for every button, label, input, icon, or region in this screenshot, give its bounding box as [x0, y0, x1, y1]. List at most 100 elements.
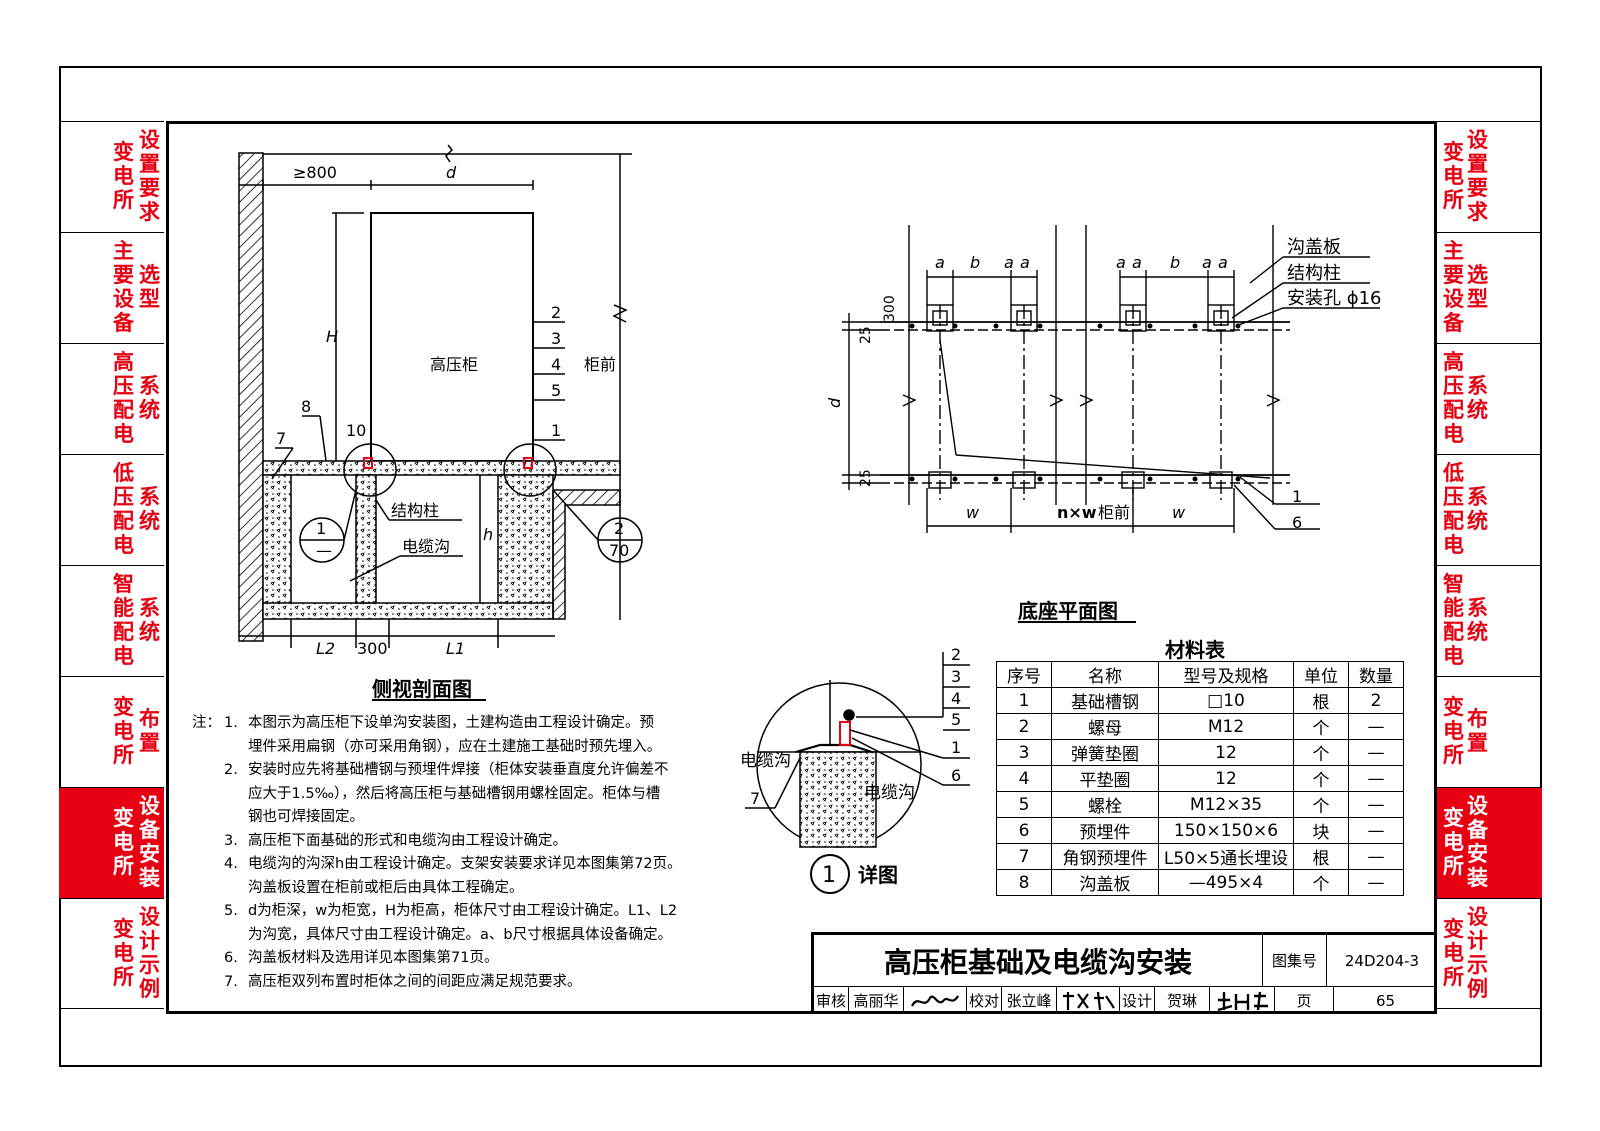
embedded-part-red — [523, 457, 533, 469]
tab-char: 布 — [1467, 707, 1488, 731]
leader — [375, 499, 390, 521]
note-line: d为柜深，w为柜宽，H为柜高，柜体尺寸由工程设计确定。L1、L2 — [248, 903, 678, 919]
tab-char: 系 — [139, 374, 160, 398]
bolt-hole — [1037, 476, 1043, 482]
plan-view-labels: a b a a a a b a a 300 25 d 25 沟盖板 结构柱 安装… — [825, 237, 1382, 623]
leader — [343, 489, 357, 541]
checker-signature — [1057, 987, 1120, 1014]
table-cell: — — [1348, 765, 1404, 792]
tab-char: 系 — [1467, 485, 1488, 509]
table-cell: 根 — [1293, 843, 1349, 870]
tab-char: 变 — [113, 806, 134, 830]
tab-substation-requirements-right[interactable]: 变 电 所 设 置 要 求 — [1437, 121, 1542, 232]
leader — [849, 729, 944, 759]
tab-label-col1: 低 压 配 电 — [113, 461, 134, 557]
tab-char: 配 — [113, 620, 134, 644]
side-section-view — [238, 144, 643, 701]
tab-char: 求 — [139, 200, 160, 224]
material-table-title: 材料表 — [1165, 638, 1225, 662]
tab-lv-distribution[interactable]: 低 压 配 电 系 统 — [59, 454, 164, 565]
trench-bottom — [262, 602, 554, 620]
bolt-hole — [952, 476, 958, 482]
tab-char: 电 — [1443, 644, 1464, 668]
tab-char: 装 — [1467, 866, 1488, 890]
tab-char: 统 — [1467, 509, 1488, 533]
tab-design-examples-right[interactable]: 变 电 所 设 计 示 例 — [1437, 898, 1542, 1009]
break-mark — [1079, 394, 1094, 407]
tab-char: 电 — [113, 644, 134, 668]
tab-label-col1: 变 电 所 — [113, 695, 134, 767]
tab-char: 设 — [1443, 287, 1464, 311]
tab-char: 系 — [139, 485, 160, 509]
tab-label-col2: 系 统 — [1467, 596, 1488, 644]
note-number: 6. — [224, 950, 238, 966]
tab-smart-distribution-right[interactable]: 智 能 配 电 系 统 — [1437, 565, 1542, 676]
tab-char: 所 — [113, 743, 134, 767]
detail-callout-7: 7 — [750, 789, 760, 808]
dim-L2-label: L2 — [316, 639, 335, 658]
bolt-hole — [1037, 323, 1043, 329]
detail-left-trench: 电缆沟 — [740, 751, 791, 771]
tab-char: 设 — [139, 128, 160, 152]
cable-trench-label: 电缆沟 — [402, 537, 450, 556]
break-mark — [612, 304, 628, 323]
table-cell: L50×5通长埋设 — [1158, 843, 1294, 870]
drawing-frame — [166, 121, 1437, 1014]
detail-title: 详图 — [858, 863, 898, 887]
tab-label-col2: 设 置 要 求 — [1467, 128, 1488, 224]
tab-substation-layout-right[interactable]: 变 电 所 布 置 — [1437, 676, 1542, 787]
tab-char: 变 — [1443, 806, 1464, 830]
tab-lv-distribution-right[interactable]: 低 压 配 电 系 统 — [1437, 454, 1542, 565]
table-cell: 5 — [996, 791, 1052, 818]
tab-char: 高 — [1443, 350, 1464, 374]
tab-design-examples[interactable]: 变 电 所 设 计 示 例 — [59, 898, 164, 1009]
tab-label-col2: 系 统 — [139, 596, 160, 644]
detail-embedded-red — [839, 721, 851, 746]
dim-b: b — [1170, 253, 1180, 272]
table-header: 型号及规格 — [1158, 661, 1294, 688]
cover-plate-edge — [955, 454, 1271, 479]
tab-substation-requirements[interactable]: 变 电 所 设 置 要 求 — [59, 121, 164, 232]
leader — [349, 555, 401, 582]
tab-main-equipment[interactable]: 主 要 设 备 选 型 — [59, 232, 164, 343]
note-number: 5. — [224, 903, 238, 919]
tab-char: 置 — [139, 152, 160, 176]
tab-char: 电 — [1443, 719, 1464, 743]
dim-h-label: h — [483, 525, 493, 544]
tab-char: 压 — [113, 374, 134, 398]
tab-char: 计 — [1467, 929, 1488, 953]
tab-char: 所 — [1443, 854, 1464, 878]
tab-char: 安 — [139, 842, 160, 866]
tab-label-col2: 选 型 — [139, 263, 160, 311]
tab-char: 示 — [139, 953, 160, 977]
detail-callout-1: 1 — [951, 738, 961, 757]
tab-smart-distribution[interactable]: 智 能 配 电 系 统 — [59, 565, 164, 676]
table-row: 8 沟盖板 —495×4 个 — — [996, 869, 1404, 896]
column-section — [932, 310, 948, 326]
note-line: 沟盖板设置在柜前或柜后由具体工程确定。 — [248, 879, 524, 896]
tab-label-col2: 设 置 要 求 — [139, 128, 160, 224]
callout-4: 4 — [551, 355, 561, 374]
tab-char: 能 — [1443, 596, 1464, 620]
tab-equipment-installation-right[interactable]: 变 电 所 设 备 安 装 — [1437, 787, 1542, 898]
tab-label-col2: 系 统 — [139, 485, 160, 533]
designer-name: 贺琳 — [1155, 987, 1210, 1014]
tab-main-equipment-right[interactable]: 主 要 设 备 选 型 — [1437, 232, 1542, 343]
callout-2: 2 — [551, 303, 561, 322]
tab-equipment-installation[interactable]: 变 电 所 设 备 安 装 — [59, 787, 164, 898]
side-view-title: 侧视剖面图 — [372, 677, 472, 701]
detail-ref-1-top: 1 — [316, 519, 326, 538]
dim-b: b — [970, 253, 980, 272]
tab-hv-distribution[interactable]: 高 压 配 电 系 统 — [59, 343, 164, 454]
tab-hv-distribution-right[interactable]: 高 压 配 电 系 统 — [1437, 343, 1542, 454]
tab-char: 设 — [1467, 905, 1488, 929]
plan-view-title: 底座平面图 — [1018, 599, 1118, 623]
table-cell: 基础槽钢 — [1051, 687, 1159, 714]
tab-substation-layout[interactable]: 变 电 所 布 置 — [59, 676, 164, 787]
dim-w: w — [1172, 503, 1186, 522]
detail-angle-steel — [795, 743, 873, 754]
hv-cabinet-outline — [370, 212, 534, 462]
table-cell: 个 — [1293, 765, 1349, 792]
bolt-hole — [1147, 476, 1153, 482]
